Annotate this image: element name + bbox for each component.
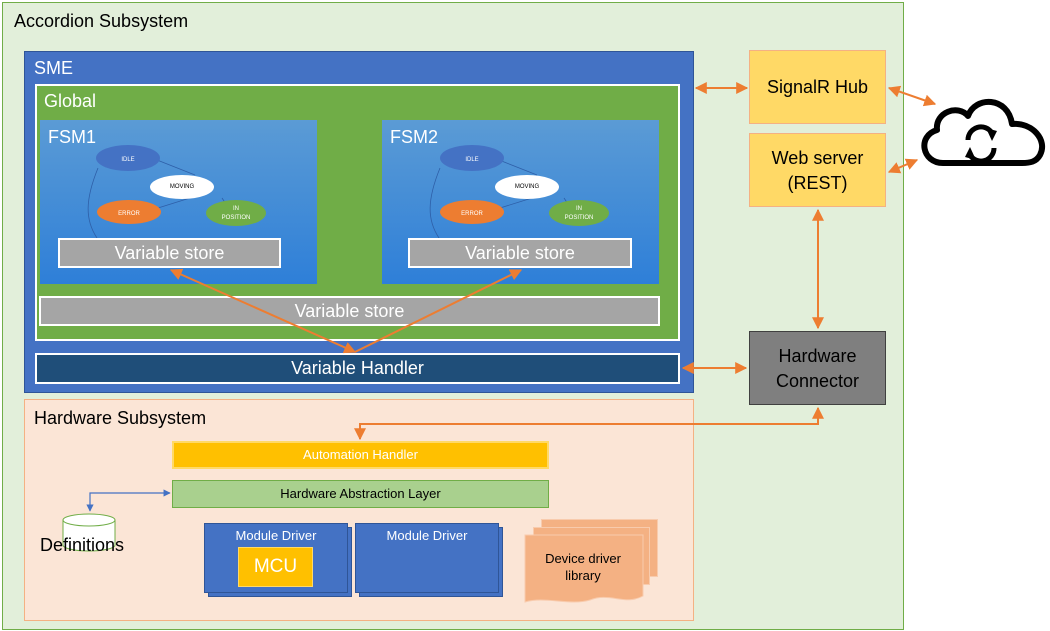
svg-text:IDLE: IDLE bbox=[465, 157, 478, 163]
svg-text:ERROR: ERROR bbox=[461, 211, 483, 217]
fsm1-box: FSM1 IDLE MOVING ERROR IN POSITION Varia… bbox=[40, 120, 317, 284]
svg-text:POSITION: POSITION bbox=[222, 215, 251, 221]
svg-text:MOVING: MOVING bbox=[170, 184, 195, 190]
mcu-box: MCU bbox=[238, 547, 313, 587]
fsm1-title: FSM1 bbox=[48, 127, 97, 147]
fsm1-in-position-state bbox=[206, 200, 266, 226]
accordion-subsystem-title: Accordion Subsystem bbox=[14, 11, 189, 31]
fsm1-variable-store: Variable store bbox=[58, 238, 281, 268]
fsm2-error-state bbox=[440, 200, 504, 224]
hardware-subsystem-title: Hardware Subsystem bbox=[34, 408, 207, 428]
hardware-connector: Hardware Connector bbox=[749, 331, 886, 405]
device-driver-library-label: Device driver library bbox=[545, 551, 621, 583]
svg-text:IN: IN bbox=[233, 206, 239, 212]
variable-handler: Variable Handler bbox=[35, 353, 680, 384]
fsm2-box: FSM2 IDLE MOVING ERROR IN POSITION Varia… bbox=[382, 120, 659, 284]
fsm1-idle-state bbox=[96, 145, 160, 171]
hardware-abstraction-layer: Hardware Abstraction Layer bbox=[172, 480, 549, 508]
svg-text:MOVING: MOVING bbox=[515, 184, 540, 190]
signalr-hub: SignalR Hub bbox=[749, 50, 886, 124]
fsm2-idle-state bbox=[440, 145, 504, 171]
svg-text:IN: IN bbox=[576, 206, 582, 212]
svg-text:POSITION: POSITION bbox=[565, 215, 594, 221]
svg-text:IDLE: IDLE bbox=[121, 157, 134, 163]
fsm1-error-state bbox=[97, 200, 161, 224]
automation-handler: Automation Handler bbox=[172, 441, 549, 469]
module-driver-1-label: Module Driver bbox=[235, 528, 317, 543]
svg-text:ERROR: ERROR bbox=[118, 211, 140, 217]
fsm2-variable-store: Variable store bbox=[408, 238, 632, 268]
fsm2-in-position-state bbox=[549, 200, 609, 226]
definitions-label: Definitions bbox=[40, 535, 125, 555]
fsm2-state-diagram: IDLE MOVING ERROR IN POSITION bbox=[429, 145, 609, 239]
fsm2-moving-state bbox=[495, 175, 559, 199]
module-driver-2-label: Module Driver bbox=[386, 528, 468, 543]
fsm1-state-diagram: IDLE MOVING ERROR IN POSITION bbox=[87, 145, 266, 239]
fsm2-title: FSM2 bbox=[390, 127, 439, 147]
fsm1-moving-state bbox=[150, 175, 214, 199]
module-driver-2: Module Driver bbox=[355, 523, 499, 593]
sme-title: SME bbox=[34, 58, 74, 78]
global-title: Global bbox=[44, 91, 97, 111]
web-server: Web server (REST) bbox=[749, 133, 886, 207]
